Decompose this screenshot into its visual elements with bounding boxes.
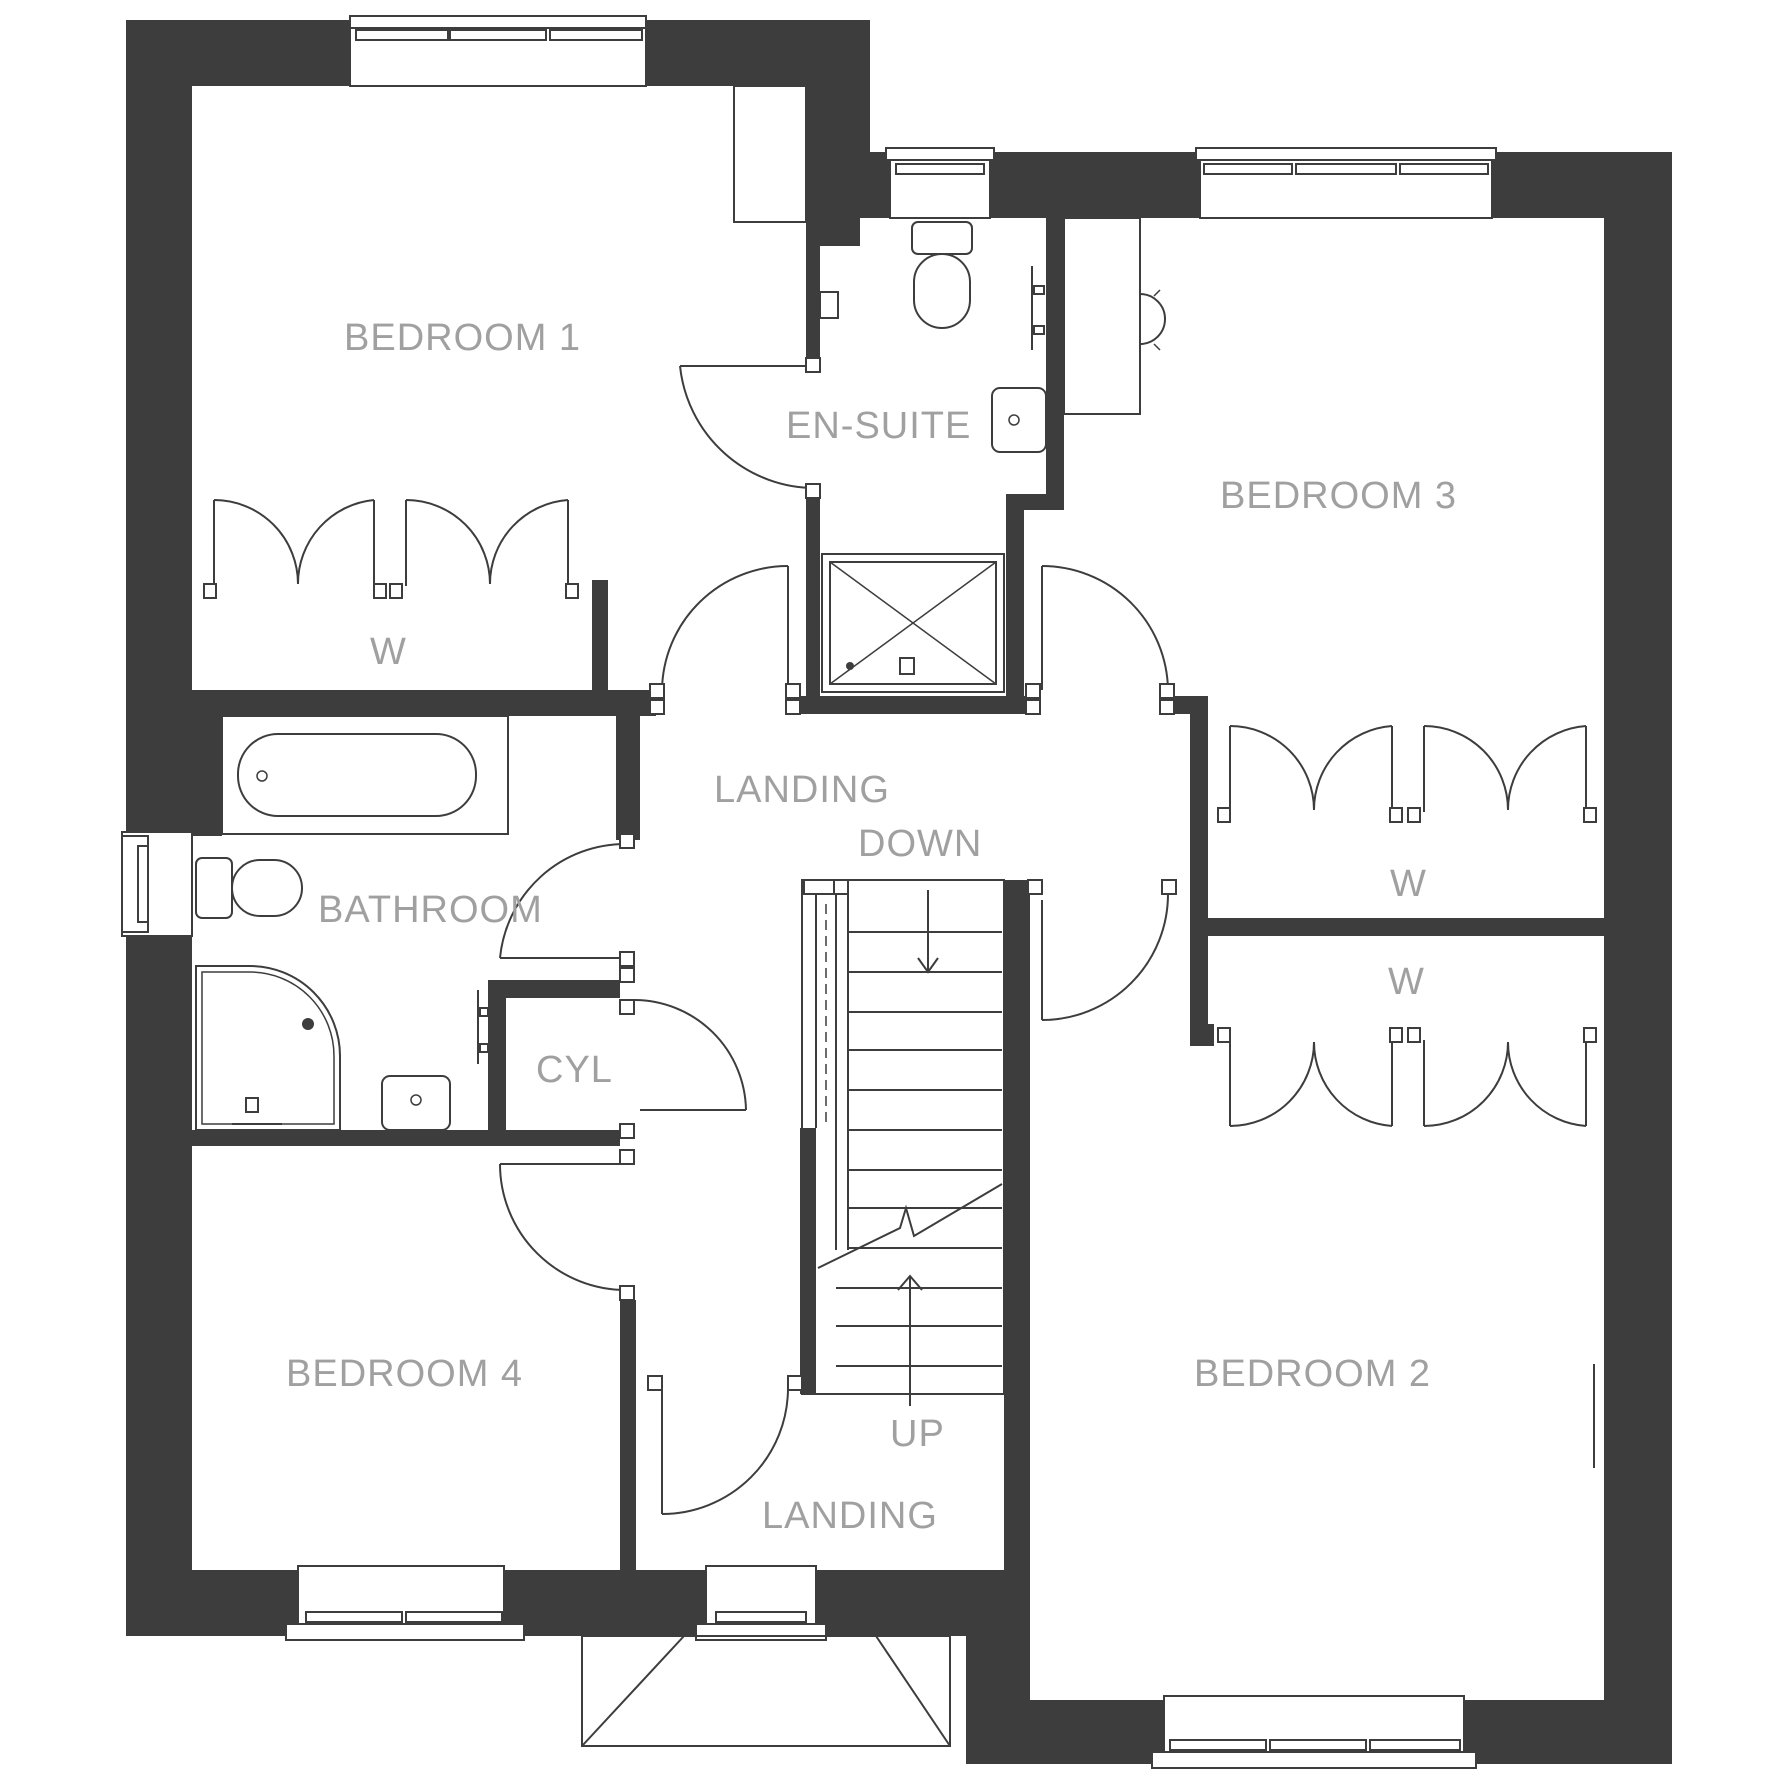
label-cyl: CYL <box>536 1049 613 1091</box>
doors <box>499 357 1177 1515</box>
label-bathroom: BATHROOM <box>318 889 543 931</box>
label-wardrobe-bedroom-2: W <box>1388 961 1425 1003</box>
label-bedroom-3: BEDROOM 3 <box>1220 475 1457 517</box>
bathroom-fixtures <box>195 85 1595 1468</box>
label-up: UP <box>890 1413 945 1455</box>
staircase <box>801 879 1005 1406</box>
label-en-suite: EN-SUITE <box>786 405 971 447</box>
wardrobe-doors <box>203 499 1597 1127</box>
room-labels: BEDROOM 1 EN-SUITE BEDROOM 3 W LANDING D… <box>286 317 1457 1537</box>
label-down: DOWN <box>858 823 982 865</box>
label-bedroom-4: BEDROOM 4 <box>286 1353 523 1395</box>
label-wardrobe-bedroom-1: W <box>370 631 407 673</box>
porch-canopy <box>581 1635 951 1747</box>
label-bedroom-1: BEDROOM 1 <box>344 317 581 359</box>
label-landing-top: LANDING <box>714 769 890 811</box>
label-bedroom-2: BEDROOM 2 <box>1194 1353 1431 1395</box>
label-landing-bottom: LANDING <box>762 1495 938 1537</box>
interior-walls <box>126 86 1604 1570</box>
windows <box>121 15 1497 1769</box>
label-wardrobe-bedroom-3: W <box>1390 863 1427 905</box>
